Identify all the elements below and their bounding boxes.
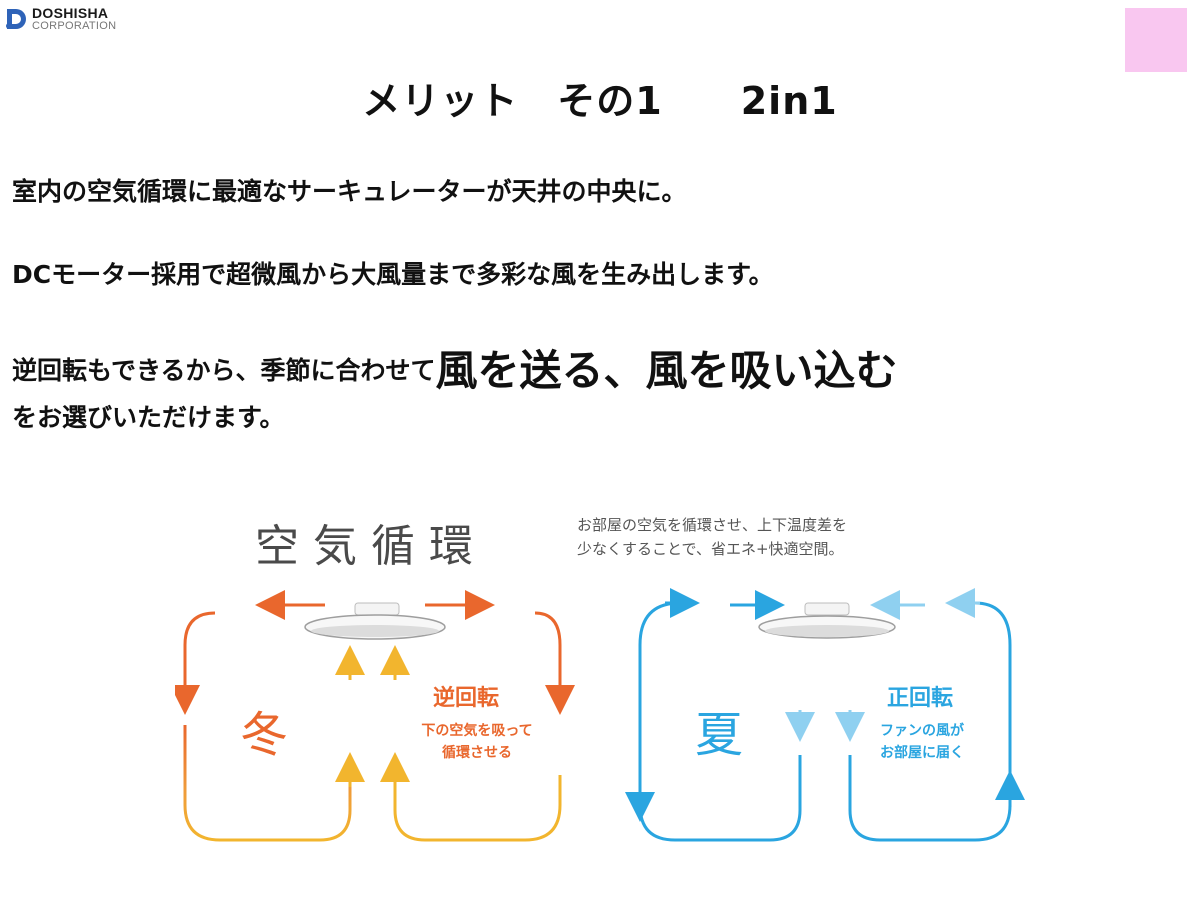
corner-badge xyxy=(1125,8,1187,72)
summer-desc-line-2: お部屋に届く xyxy=(880,745,964,761)
winter-loop-right-top xyxy=(534,611,562,695)
body-line-3-emphasis: 風を送る、風を吸い込む xyxy=(435,346,898,395)
winter-loop-left xyxy=(183,725,352,842)
winter-season-label: 冬 xyxy=(240,707,289,763)
body-line-4: をお選びいただけます。 xyxy=(12,403,285,432)
summer-panel xyxy=(625,588,1025,842)
body-line-1: 室内の空気循環に最適なサーキュレーターが天井の中央に。 xyxy=(12,177,687,206)
winter-loop-left-top xyxy=(183,611,216,695)
body-line-3: 逆回転もできるから、季節に合わせて風を送る、風を吸い込む xyxy=(12,337,898,398)
air-circulation-diagram: 空気循環 お部屋の空気を循環させ、上下温度差を 少なくすることで、省エネ+快適空… xyxy=(175,495,1035,855)
winter-rotation-description: 下の空気を吸って 循環させる xyxy=(407,720,547,764)
summer-desc-line-1: ファンの風が xyxy=(880,723,964,739)
winter-panel xyxy=(175,590,575,842)
winter-desc-line-2: 循環させる xyxy=(442,745,512,761)
summer-rotation-label: 正回転 xyxy=(887,686,954,711)
summer-season-label: 夏 xyxy=(695,707,744,763)
doshisha-logo-icon xyxy=(6,9,26,29)
summer-rotation-description: ファンの風が お部屋に届く xyxy=(857,720,987,764)
body-line-3-prefix: 逆回転もできるから、季節に合わせて xyxy=(12,356,436,385)
diagram-title: 空気循環 xyxy=(255,521,487,572)
winter-loop-right xyxy=(393,775,562,842)
brand-subtitle: CORPORATION xyxy=(32,20,117,32)
brand-logo: DOSHISHA CORPORATION xyxy=(4,4,116,34)
slide-title: メリット その1 2in1 xyxy=(362,79,838,123)
diagram-description-line-2: 少なくすることで、省エネ+快適空間。 xyxy=(577,540,844,558)
diagram-description: お部屋の空気を循環させ、上下温度差を 少なくすることで、省エネ+快適空間。 xyxy=(577,513,847,561)
circulation-arrows xyxy=(175,588,1025,842)
body-line-2: DCモーター採用で超微風から大風量まで多彩な風を生み出します。 xyxy=(12,260,774,289)
winter-rotation-label: 逆回転 xyxy=(433,686,500,711)
winter-desc-line-1: 下の空気を吸って xyxy=(421,723,533,739)
summer-loop-left xyxy=(638,601,802,842)
brand-name: DOSHISHA xyxy=(32,5,109,21)
fan-icon xyxy=(758,602,896,639)
diagram-description-line-1: お部屋の空気を循環させ、上下温度差を xyxy=(577,516,848,534)
fan-icon xyxy=(304,602,446,640)
summer-loop-right xyxy=(848,601,1012,842)
